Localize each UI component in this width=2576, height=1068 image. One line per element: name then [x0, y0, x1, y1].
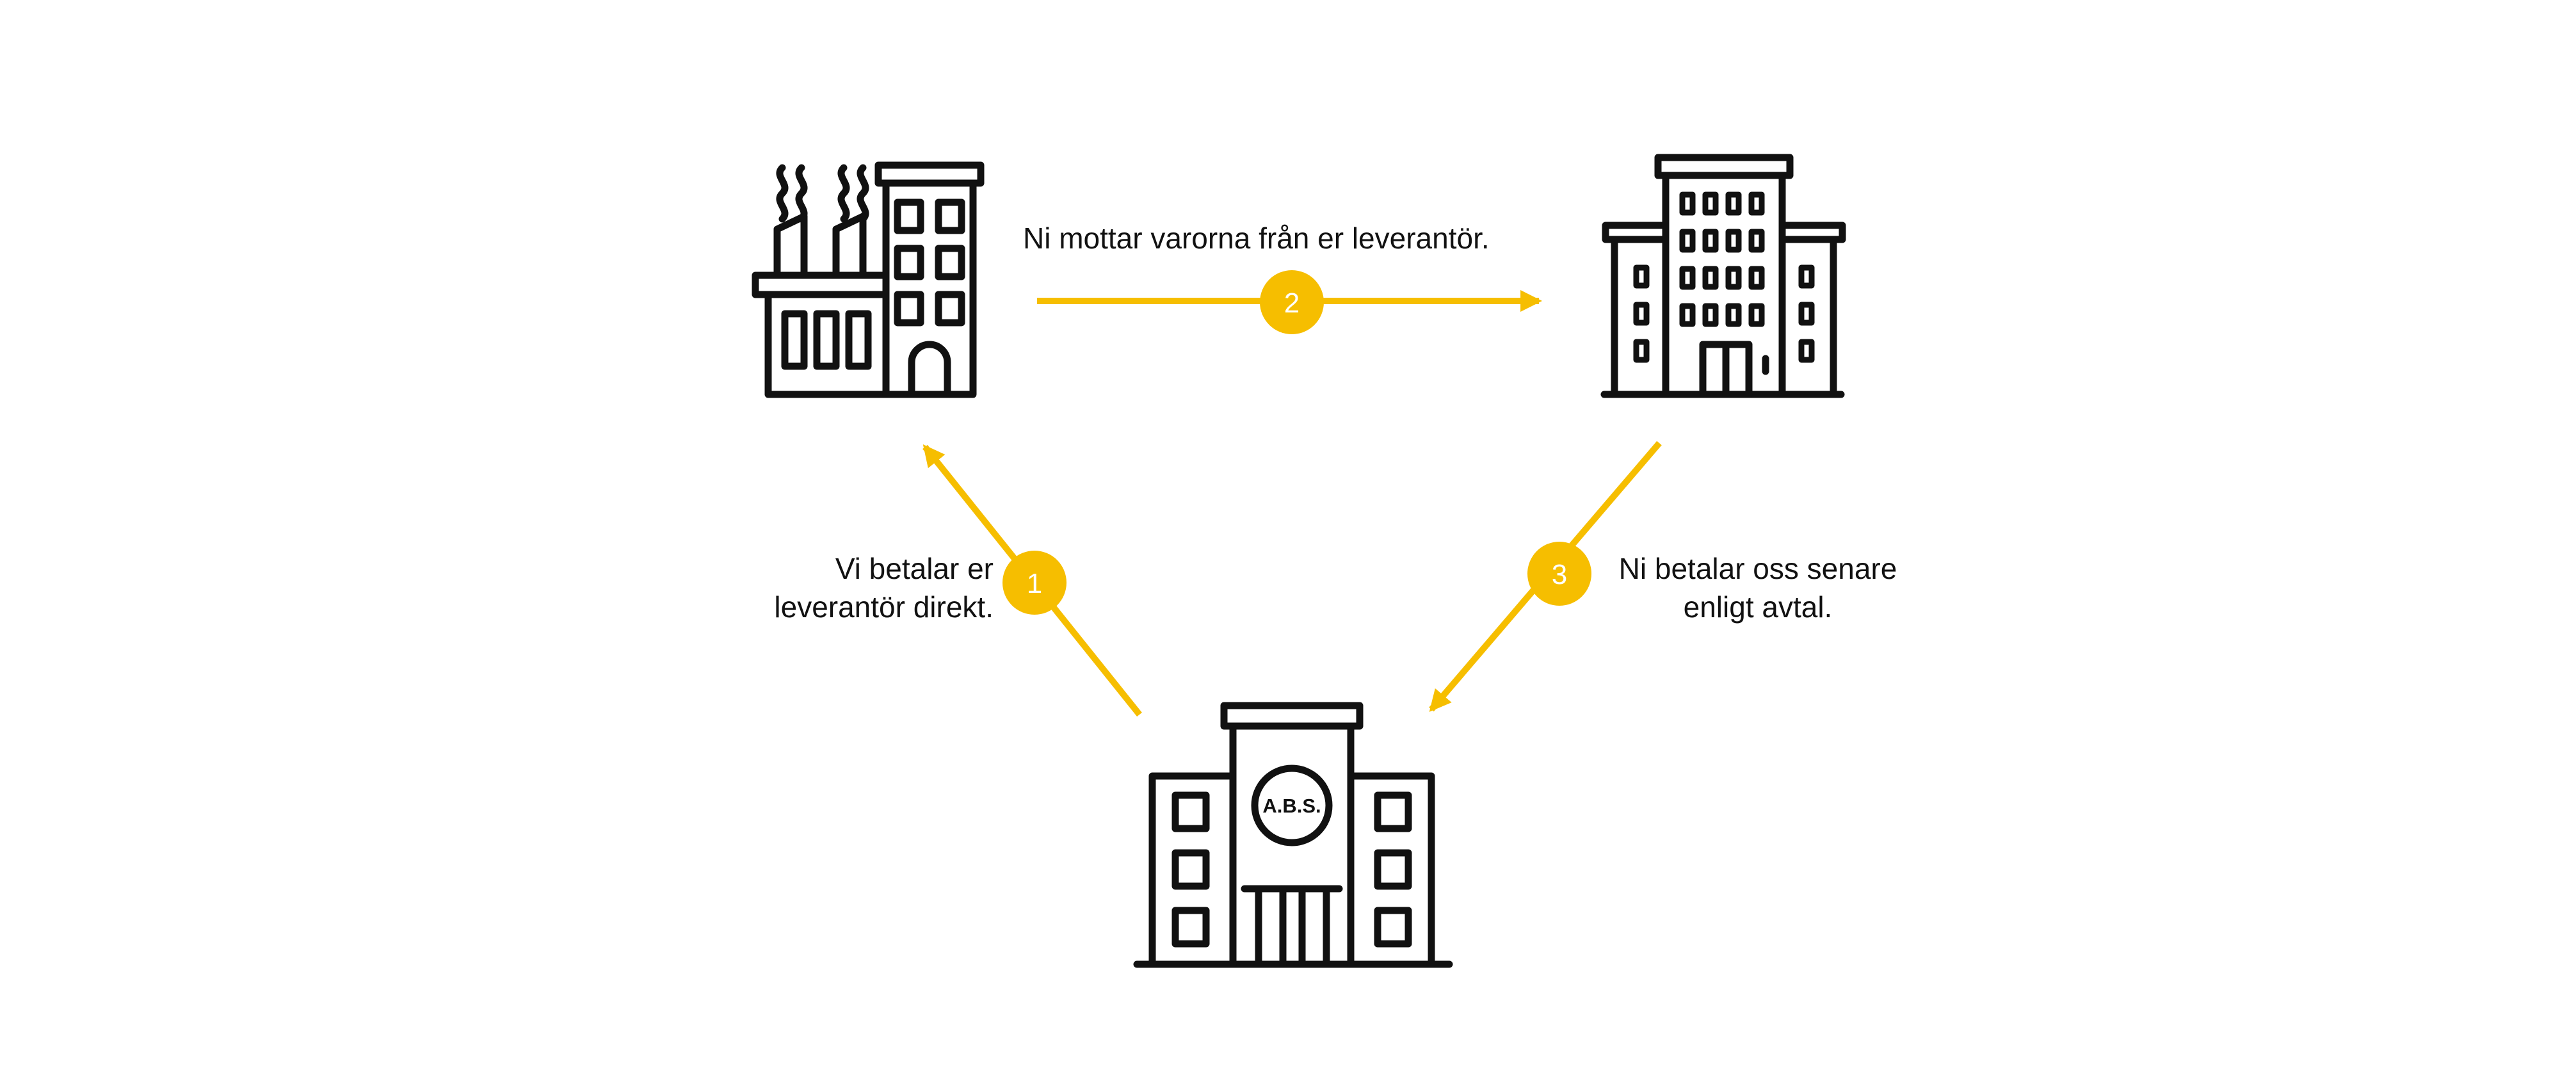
step-number-3: 3	[1552, 559, 1567, 590]
factory-icon	[752, 161, 985, 398]
step-3-caption-line-2: enligt avtal.	[1683, 590, 1833, 624]
step-1-caption: Vi betalar er leverantör direkt.	[730, 549, 994, 626]
step-1-caption-line-1: Vi betalar er	[835, 552, 994, 585]
step-2-caption-line-1: Ni mottar varorna från er leverantör.	[1023, 222, 1490, 255]
step-2-caption: Ni mottar varorna från er leverantör.	[1023, 219, 1490, 257]
step-badge-2: 2	[1260, 270, 1324, 334]
step-badge-1: 1	[1002, 551, 1067, 615]
step-1-caption-line-2: leverantör direkt.	[774, 590, 994, 624]
step-number-1: 1	[1027, 568, 1042, 599]
office-building-icon	[1600, 154, 1846, 398]
step-3-caption-line-1: Ni betalar oss senare	[1618, 552, 1897, 585]
step-badge-3: 3	[1527, 542, 1591, 606]
step-3-caption: Ni betalar oss senare enligt avtal.	[1598, 549, 1918, 626]
company-seal-label: A.B.S.	[1262, 795, 1321, 817]
company-building-icon	[1133, 702, 1453, 968]
step-number-2: 2	[1284, 287, 1300, 319]
